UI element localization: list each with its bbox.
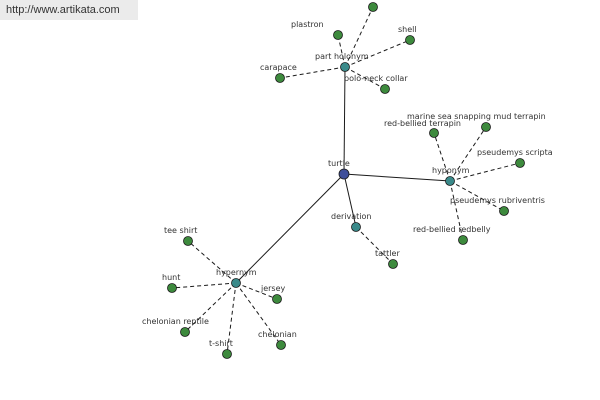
edge-center-part-holonym xyxy=(343,66,346,175)
leaf-label-hunt: hunt xyxy=(162,273,180,282)
relation-node-part-holonym[interactable] xyxy=(340,62,350,72)
leaf-node-tee-shirt[interactable] xyxy=(183,236,193,246)
relation-label-hypernym: hypernym xyxy=(216,268,257,277)
edge-part-holonym-shell xyxy=(344,39,411,68)
leaf-node-carapace[interactable] xyxy=(275,73,285,83)
edge-hyponym-red-bellied-redbelly xyxy=(449,180,464,241)
leaf-node-chelonian[interactable] xyxy=(276,340,286,350)
leaf-label-red-bellied-redbelly: red-bellied redbelly xyxy=(413,225,491,234)
leaf-label-plastron: plastron xyxy=(291,20,324,29)
leaf-label-red-bellied-terrapin: red-bellied terrapin xyxy=(384,119,461,128)
leaf-node-tattler[interactable] xyxy=(388,259,398,269)
edge-hyponym-pseudemys-scripta xyxy=(449,162,521,182)
leaf-node-shell[interactable] xyxy=(405,35,415,45)
leaf-node-red-bellied-terrapin[interactable] xyxy=(429,128,439,138)
edge-part-holonym-plastron xyxy=(337,34,346,68)
leaf-label-pseudemys-rubriventris: pseudemys rubriventris xyxy=(450,196,545,205)
relation-node-derivation[interactable] xyxy=(351,222,361,232)
edge-derivation-tattler xyxy=(355,226,394,265)
leaf-label-tattler: tattler xyxy=(375,249,400,258)
edge-hypernym-tee-shirt xyxy=(187,240,237,284)
edge-hypernym-chelonian-reptile xyxy=(184,282,237,333)
leaf-label-shell: shell xyxy=(398,25,417,34)
leaf-node-jersey[interactable] xyxy=(272,294,282,304)
edge-center-hypernym xyxy=(235,173,345,284)
leaf-node-unlabeled-top[interactable] xyxy=(368,2,378,12)
leaf-node-red-bellied-redbelly[interactable] xyxy=(458,235,468,245)
center-node-turtle[interactable] xyxy=(338,168,350,180)
leaf-node-plastron[interactable] xyxy=(333,30,343,40)
leaf-node-marine-sea-snapping-mud-terrapin[interactable] xyxy=(481,122,491,132)
edge-hypernym-jersey xyxy=(235,282,278,300)
leaf-node-polo-neck-collar[interactable] xyxy=(380,84,390,94)
edges-layer xyxy=(171,6,521,355)
relation-label-part-holonym: part holonym xyxy=(315,52,369,61)
edge-center-hyponym xyxy=(343,173,451,182)
leaf-label-polo-neck-collar: polo-neck collar xyxy=(344,74,408,83)
leaf-node-pseudemys-rubriventris[interactable] xyxy=(499,206,509,216)
leaf-label-chelonian-reptile: chelonian reptile xyxy=(142,317,209,326)
relation-label-hyponym: hyponym xyxy=(432,166,470,175)
relation-node-hypernym[interactable] xyxy=(231,278,241,288)
edge-hyponym-marine-sea-snapping-mud-terrapin xyxy=(449,126,487,182)
leaf-label-pseudemys-scripta: pseudemys scripta xyxy=(477,148,553,157)
leaf-node-chelonian-reptile[interactable] xyxy=(180,327,190,337)
edge-hyponym-red-bellied-terrapin xyxy=(433,132,451,182)
leaf-node-hunt[interactable] xyxy=(167,283,177,293)
edge-hypernym-hunt xyxy=(171,282,237,289)
leaf-node-pseudemys-scripta[interactable] xyxy=(515,158,525,168)
leaf-node-t-shirt[interactable] xyxy=(222,349,232,359)
labels-layer: turtle part holonym hyponym derivation hyper… xyxy=(142,20,553,348)
edge-center-derivation xyxy=(343,173,357,228)
leaf-label-tee-shirt: tee shirt xyxy=(164,226,197,235)
relation-node-hyponym[interactable] xyxy=(445,176,455,186)
edge-hypernym-t-shirt xyxy=(226,282,237,355)
edge-part-holonym-carapace xyxy=(279,66,346,79)
edge-hypernym-chelonian xyxy=(235,282,282,346)
relation-label-derivation: derivation xyxy=(331,212,371,221)
url-banner[interactable]: http://www.artikata.com xyxy=(0,0,138,20)
center-label-turtle: turtle xyxy=(328,159,350,168)
leaf-label-t-shirt: t-shirt xyxy=(209,339,233,348)
edge-part-holonym-polo-neck-collar xyxy=(344,66,386,90)
leaf-label-jersey: jersey xyxy=(260,284,286,293)
leaf-label-chelonian: chelonian xyxy=(258,330,297,339)
edge-hyponym-pseudemys-rubriventris xyxy=(449,180,505,212)
leaf-label-marine-sea-snapping-mud-terrapin: marine sea snapping mud terrapin xyxy=(407,112,546,121)
nodes-layer xyxy=(167,2,525,359)
leaf-label-carapace: carapace xyxy=(260,63,297,72)
